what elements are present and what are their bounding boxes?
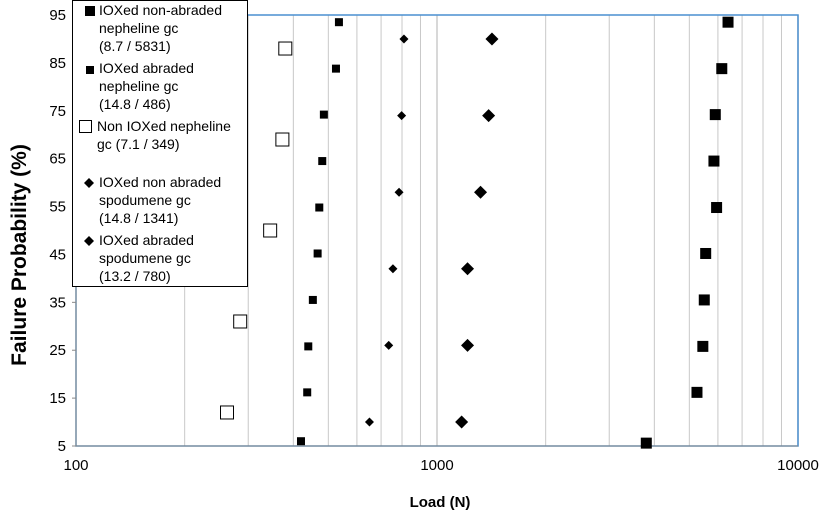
legend-marker-series-3 <box>79 120 92 133</box>
grid-lines <box>184 15 799 446</box>
data-point-series-2 <box>331 64 340 73</box>
legend-text: gc (7.1 / 349) <box>97 136 180 152</box>
legend-marker-series-2 <box>86 66 94 74</box>
data-point-series-2 <box>313 249 322 258</box>
data-point-series-5 <box>364 417 374 427</box>
data-point-series-3 <box>233 314 248 329</box>
data-point-series-1 <box>709 109 721 121</box>
legend-text: (13.2 / 780) <box>99 268 171 284</box>
legend-entry-series-5: IOXed abraded spodumene gc (13.2 / 780) <box>99 231 194 285</box>
legend-text: spodumene gc <box>99 250 191 266</box>
legend-text: (14.8 / 486) <box>99 96 171 112</box>
legend-marker-series-5 <box>84 236 94 246</box>
data-point-series-4 <box>461 262 475 276</box>
y-tick-label: 25 <box>49 342 66 359</box>
x-tick-label: 1000 <box>420 457 453 474</box>
legend-entry-series-2: IOXed abraded nepheline gc (14.8 / 486) <box>99 59 194 113</box>
data-point-series-5 <box>399 34 409 44</box>
data-point-series-5 <box>397 111 407 121</box>
y-tick-label: 45 <box>49 246 66 263</box>
legend-entry-series-3: Non IOXed nepheline gc (7.1 / 349) <box>97 117 231 153</box>
data-point-series-2 <box>334 18 343 27</box>
data-point-series-3 <box>220 405 235 420</box>
y-tick-label: 5 <box>58 438 66 455</box>
data-point-series-4 <box>455 415 469 429</box>
data-point-series-4 <box>485 32 499 46</box>
x-tick-label: 100 <box>63 457 88 474</box>
data-point-series-2 <box>318 157 327 166</box>
data-points <box>220 16 734 449</box>
data-point-series-2 <box>303 388 312 397</box>
data-point-series-4 <box>461 338 475 352</box>
x-tick-labels: 100 1000 10000 <box>63 457 818 474</box>
y-tick-label: 85 <box>49 55 66 72</box>
data-point-series-1 <box>698 294 710 306</box>
x-axis-label: Load (N) <box>409 494 471 511</box>
data-point-series-1 <box>697 340 709 352</box>
data-point-series-5 <box>394 187 404 197</box>
data-point-series-5 <box>384 340 394 350</box>
data-point-series-2 <box>304 342 313 351</box>
data-point-series-3 <box>278 41 293 56</box>
data-point-series-1 <box>640 437 652 449</box>
data-point-series-1 <box>711 202 723 214</box>
y-tick-labels: 5 15 25 35 45 55 65 75 85 95 <box>49 7 76 455</box>
data-point-series-1 <box>700 247 712 259</box>
legend-text: (8.7 / 5831) <box>99 38 171 54</box>
legend-entry-series-1: IOXed non-abraded nepheline gc (8.7 / 58… <box>99 1 222 55</box>
legend-text: IOXed non-abraded <box>99 2 222 18</box>
data-point-series-2 <box>319 110 328 119</box>
legend: IOXed non-abraded nepheline gc (8.7 / 58… <box>72 0 248 287</box>
legend-text: nepheline gc <box>99 78 179 94</box>
y-tick-label: 55 <box>49 199 66 216</box>
legend-text: (14.8 / 1341) <box>99 210 179 226</box>
data-point-series-2 <box>308 295 317 304</box>
data-point-series-1 <box>722 16 734 28</box>
legend-marker-series-1 <box>85 6 95 16</box>
legend-marker-series-4 <box>84 178 94 188</box>
data-point-series-1 <box>691 386 703 398</box>
data-point-series-1 <box>716 63 728 75</box>
data-point-series-4 <box>482 109 496 123</box>
y-axis-label: Failure Probability (%) <box>8 144 31 366</box>
y-tick-label: 15 <box>49 390 66 407</box>
x-tick-label: 10000 <box>777 457 819 474</box>
data-point-series-2 <box>315 203 324 212</box>
legend-entry-series-4: IOXed non abraded spodumene gc (14.8 / 1… <box>99 173 221 227</box>
y-tick-label: 95 <box>49 7 66 24</box>
data-point-series-1 <box>708 155 720 167</box>
data-point-series-4 <box>474 185 488 199</box>
legend-text: IOXed non abraded <box>99 174 222 190</box>
data-point-series-3 <box>263 223 278 238</box>
y-tick-label: 65 <box>49 151 66 168</box>
data-point-series-2 <box>296 437 305 446</box>
legend-text: Non IOXed nepheline <box>97 118 231 134</box>
y-tick-label: 75 <box>49 103 66 120</box>
y-tick-label: 35 <box>49 294 66 311</box>
legend-text: IOXed abraded <box>99 60 194 76</box>
data-point-series-5 <box>388 264 398 274</box>
data-point-series-3 <box>275 132 290 147</box>
legend-text: IOXed abraded <box>99 232 194 248</box>
legend-text: nepheline gc <box>99 20 179 36</box>
legend-text: spodumene gc <box>99 192 191 208</box>
